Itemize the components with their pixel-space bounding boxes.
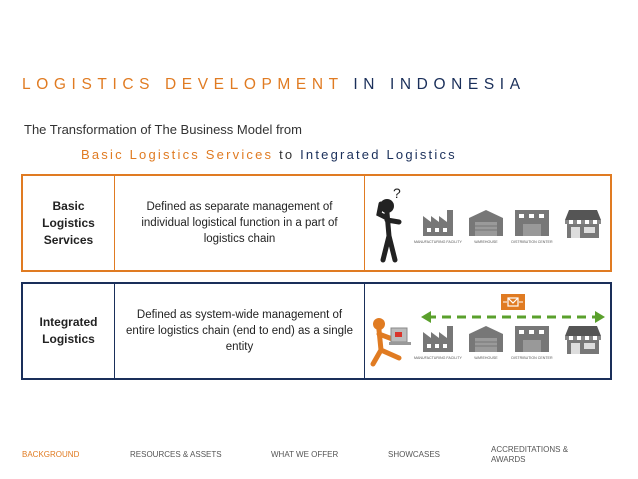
distribution-center-icon: DISTRIBUTION CENTER — [511, 326, 553, 360]
row-description: Defined as system-wide management of ent… — [126, 309, 353, 353]
factory-icon: MANUFACTURING FACILITY — [414, 326, 463, 360]
row-illustration-cell: MANUFACTURING FACILITY WAREHOUSE DISTRIB… — [365, 284, 610, 378]
store-icon — [565, 326, 601, 354]
nav-what-we-offer[interactable]: WHAT WE OFFER — [271, 450, 339, 459]
warehouse-icon: WAREHOUSE — [469, 326, 503, 360]
title-part2: IN INDONESIA — [353, 76, 526, 93]
distribution-center-icon: DISTRIBUTION CENTER — [511, 210, 553, 244]
row-name-cell: Integrated Logistics — [23, 284, 115, 378]
double-arrow-icon — [421, 311, 605, 323]
icon-label: DISTRIBUTION CENTER — [511, 356, 553, 360]
icon-label: WAREHOUSE — [474, 356, 498, 360]
nav-resources-assets[interactable]: RESOURCES & ASSETS — [130, 450, 222, 459]
title-part1: LOGISTICS DEVELOPMENT — [22, 76, 344, 93]
icon-label: MANUFACTURING FACILITY — [414, 356, 463, 360]
subtitle-to: Integrated Logistics — [300, 147, 457, 162]
person-laptop-icon — [370, 318, 411, 367]
warehouse-icon: WAREHOUSE — [469, 210, 503, 244]
email-icon — [501, 294, 525, 310]
row-description-cell: Defined as system-wide management of ent… — [115, 284, 365, 378]
subtitle: The Transformation of The Business Model… — [24, 122, 302, 137]
row-name: Basic Logistics Services — [42, 198, 95, 247]
subtitle-from: Basic Logistics Services — [81, 147, 274, 162]
subtitle-transformation: Basic Logistics Services to Integrated L… — [81, 147, 457, 162]
integrated-logistics-illustration: MANUFACTURING FACILITY WAREHOUSE DISTRIB… — [370, 294, 605, 367]
row-integrated-logistics: Integrated Logistics Defined as system-w… — [21, 282, 612, 380]
icon-label: MANUFACTURING FACILITY — [414, 240, 463, 244]
row-illustration-cell: ? MANUFACTURING FACILITY WAREHOUSE — [365, 176, 610, 270]
nav-showcases[interactable]: SHOWCASES — [388, 450, 441, 459]
nav-background[interactable]: BACKGROUND — [22, 450, 80, 459]
icon-label: WAREHOUSE — [474, 240, 498, 244]
page-title: LOGISTICS DEVELOPMENT IN INDONESIA — [22, 76, 526, 94]
row-name: Integrated Logistics — [39, 315, 98, 346]
row-description: Defined as separate management of indivi… — [141, 201, 338, 245]
basic-logistics-illustration: ? MANUFACTURING FACILITY WAREHOUSE — [376, 185, 601, 263]
row-description-cell: Defined as separate management of indivi… — [115, 176, 365, 270]
nav-accreditations-awards[interactable]: ACCREDITATIONS & AWARDS — [491, 445, 569, 464]
row-name-cell: Basic Logistics Services — [23, 176, 115, 270]
confused-person-icon: ? — [376, 185, 402, 263]
factory-icon: MANUFACTURING FACILITY — [414, 210, 463, 244]
svg-text:?: ? — [393, 185, 401, 201]
subtitle-connector: to — [279, 147, 295, 162]
row-basic-logistics: Basic Logistics Services Defined as sepa… — [21, 174, 612, 272]
icon-label: DISTRIBUTION CENTER — [511, 240, 553, 244]
store-icon — [565, 210, 601, 238]
